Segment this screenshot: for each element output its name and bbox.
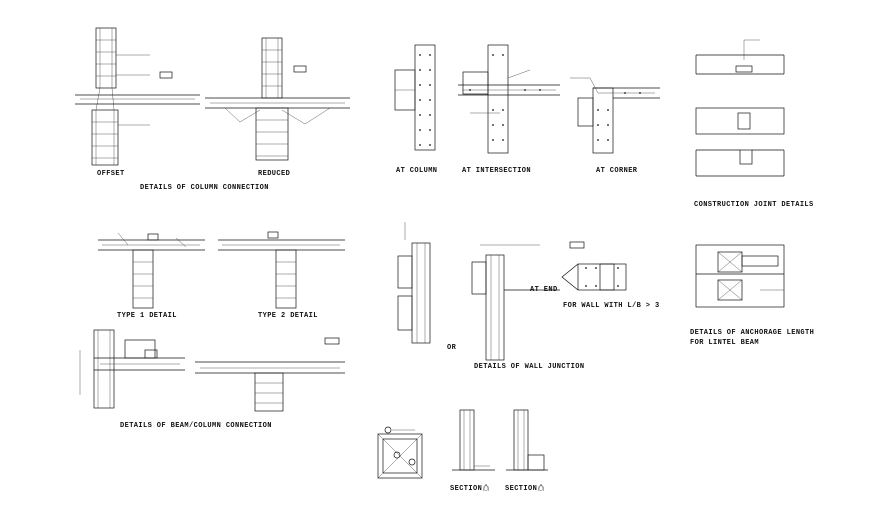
title-or: OR bbox=[447, 344, 457, 352]
title-type1: TYPE 1 DETAIL bbox=[117, 312, 177, 320]
type2-detail bbox=[218, 231, 345, 309]
title-at-end: AT END bbox=[530, 286, 558, 294]
title-construction-joint: CONSTRUCTION JOINT DETAILS bbox=[694, 201, 814, 209]
title-section-1: SECTION bbox=[450, 485, 482, 493]
title-column-connection: DETAILS OF COLUMN CONNECTION bbox=[140, 184, 269, 192]
title-anchorage-1: DETAILS OF ANCHORAGE LENGTH bbox=[690, 329, 814, 337]
construction-joint-detail bbox=[695, 39, 785, 177]
title-wall-lb: FOR WALL WITH L/B > 3 bbox=[563, 302, 660, 310]
section-2-detail bbox=[506, 409, 548, 471]
anchorage-detail bbox=[695, 244, 785, 308]
title-reduced: REDUCED bbox=[258, 170, 290, 178]
section-marker-1 bbox=[482, 483, 490, 492]
title-type2: TYPE 2 DETAIL bbox=[258, 312, 318, 320]
title-section-2: SECTION bbox=[505, 485, 537, 493]
title-at-corner: AT CORNER bbox=[596, 167, 638, 175]
wall-junction-detail bbox=[397, 222, 627, 361]
offset-detail bbox=[75, 27, 200, 166]
title-beam-column: DETAILS OF BEAM/COLUMN CONNECTION bbox=[120, 422, 272, 430]
reduced-detail bbox=[205, 37, 350, 161]
section-plan-detail bbox=[377, 426, 423, 479]
title-at-intersection: AT INTERSECTION bbox=[462, 167, 531, 175]
title-wall-junction: DETAILS OF WALL JUNCTION bbox=[474, 363, 584, 371]
title-offset: OFFSET bbox=[97, 170, 125, 178]
at-intersection-detail bbox=[458, 44, 560, 154]
at-corner-detail bbox=[570, 77, 660, 154]
section-marker-2 bbox=[537, 483, 545, 492]
title-at-column: AT COLUMN bbox=[396, 167, 437, 175]
title-anchorage-2: FOR LINTEL BEAM bbox=[690, 339, 759, 347]
section-1-detail bbox=[452, 409, 495, 471]
beam-column-detail bbox=[79, 329, 345, 412]
type1-detail bbox=[98, 232, 205, 309]
at-column-detail bbox=[394, 44, 436, 151]
